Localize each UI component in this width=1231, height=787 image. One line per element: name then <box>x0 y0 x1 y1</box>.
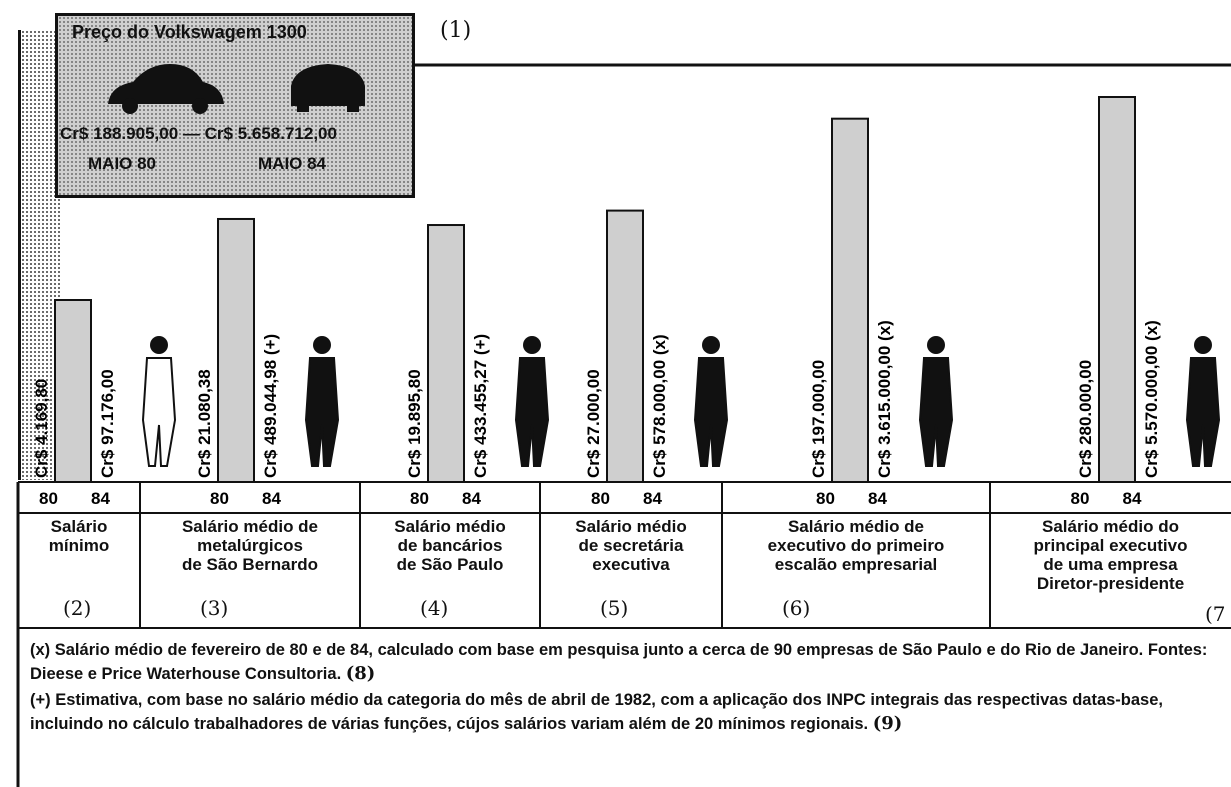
note-x: (x) Salário médio de fevereiro de 80 e d… <box>30 639 1220 686</box>
value-label-80: Cr$ 280.000,00 <box>1076 360 1095 478</box>
category-label-line: metalúrgicos <box>197 536 303 555</box>
price-separator: — <box>182 124 200 143</box>
note-plus-text: (+) Estimativa, com base no salário médi… <box>30 691 1163 733</box>
category-marker: (5) <box>600 596 629 620</box>
side-shading <box>18 30 61 480</box>
marker-1: (1) <box>440 18 472 43</box>
value-label-84: Cr$ 3.615.000,00 (x) <box>875 320 894 478</box>
category-label-line: de bancários <box>397 536 503 555</box>
man-icon <box>514 336 550 467</box>
factory-icon <box>304 336 340 467</box>
year-label-84: 84 <box>868 489 887 508</box>
bar-84 <box>831 117 869 484</box>
price-84: Cr$ 5.658.712,00 <box>204 124 337 143</box>
category-label-line: Salário médio do <box>1042 517 1179 536</box>
value-label-80: Cr$ 4.169,80 <box>32 379 51 478</box>
value-label-84: Cr$ 433.455,27 (+) <box>471 334 490 478</box>
category-label-line: Salário médio de <box>181 517 319 536</box>
year-label-84: 84 <box>462 489 481 508</box>
year-label-84: 84 <box>91 489 110 508</box>
price-box: Preço do Volkswagem 1300 Cr$ 188.905,00 … <box>55 13 415 198</box>
year-label-80: 80 <box>1071 489 1090 508</box>
category-label-line: Salário <box>50 517 108 536</box>
category-label-line: executivo do primeiro <box>767 536 945 555</box>
category-label-line: de uma empresa <box>1043 555 1178 574</box>
value-label-80: Cr$ 21.080,38 <box>195 369 214 478</box>
category-label-line: mínimo <box>48 536 110 555</box>
note-x-text: (x) Salário médio de fevereiro de 80 e d… <box>30 641 1208 683</box>
date-84: MAIO 84 <box>258 154 327 173</box>
value-label-84: Cr$ 578.000,00 (x) <box>650 334 669 478</box>
bar-84 <box>217 217 255 483</box>
marker-8: (8) <box>345 663 376 684</box>
bar-84 <box>54 299 92 483</box>
value-label-80: Cr$ 197.000,00 <box>809 360 828 478</box>
car-icon <box>291 64 365 112</box>
price-box-title: Preço do Volkswagem 1300 <box>72 22 307 42</box>
woman-icon <box>693 336 729 467</box>
category-label-line: de São Paulo <box>396 555 504 574</box>
year-label-80: 80 <box>591 489 610 508</box>
year-label-80: 80 <box>210 489 229 508</box>
category-label-line: Salário médio de <box>787 517 925 536</box>
year-label-84: 84 <box>1123 489 1142 508</box>
value-label-84: Cr$ 5.570.000,00 (x) <box>1142 320 1161 478</box>
year-label-80: 80 <box>816 489 835 508</box>
worker-icon <box>141 336 177 467</box>
category-label-line: de São Bernardo <box>181 555 319 574</box>
year-label-80: 80 <box>39 489 58 508</box>
note-plus: (+) Estimativa, com base no salário médi… <box>30 689 1220 736</box>
category-label-line: principal executivo <box>1033 536 1188 555</box>
date-80: MAIO 80 <box>88 154 157 173</box>
value-label-84: Cr$ 489.044,98 (+) <box>261 334 280 478</box>
category-label-line: Diretor-presidente <box>1036 574 1185 593</box>
category-label-line: Salário médio <box>575 517 687 536</box>
bar-84 <box>606 209 644 483</box>
price-80: Cr$ 188.905,00 <box>60 124 179 143</box>
car-icon <box>108 64 224 114</box>
president-icon <box>1185 336 1221 467</box>
value-label-80: Cr$ 27.000,00 <box>584 369 603 478</box>
bar-84 <box>1098 96 1136 483</box>
category-marker: (4) <box>420 596 449 620</box>
year-label-84: 84 <box>643 489 662 508</box>
year-label-84: 84 <box>262 489 281 508</box>
category-label-line: de secretária <box>578 536 684 555</box>
executive-icon <box>918 336 954 467</box>
value-label-84: Cr$ 97.176,00 <box>98 369 117 478</box>
category-marker: (6) <box>782 596 811 620</box>
category-marker: (2) <box>63 596 92 620</box>
category-marker: (3) <box>200 596 229 620</box>
category-marker: (7 <box>1205 602 1226 626</box>
price-values: Cr$ 188.905,00 — Cr$ 5.658.712,00 <box>60 124 337 144</box>
category-label-line: escalão empresarial <box>774 555 938 574</box>
marker-9: (9) <box>872 713 903 734</box>
year-label-80: 80 <box>410 489 429 508</box>
category-label-line: Salário médio <box>394 517 506 536</box>
category-label-line: executiva <box>592 555 670 574</box>
bar-84 <box>427 224 465 483</box>
value-label-80: Cr$ 19.895,80 <box>405 369 424 478</box>
